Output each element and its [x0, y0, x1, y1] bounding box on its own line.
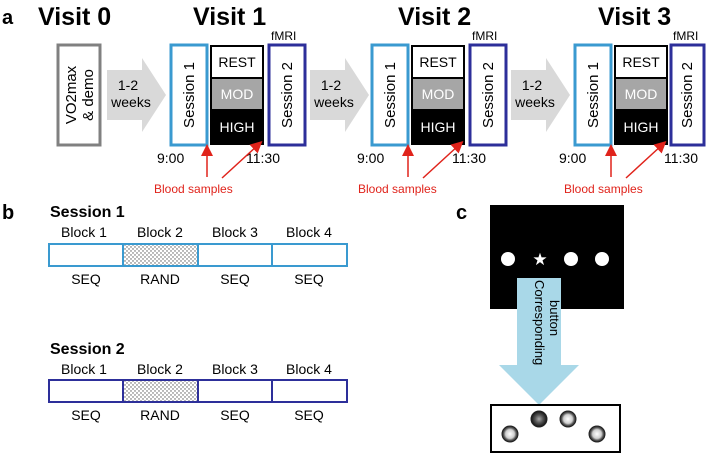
visit-1-session-2-label: Session 2 — [279, 62, 296, 128]
visit-2-group: Session 1 REST MOD HIGH fMRI Session 2 9… — [357, 29, 508, 196]
interval-3-line2: weeks — [514, 94, 555, 110]
visit-1-rest-label: REST — [218, 54, 256, 70]
s2-type-1: SEQ — [71, 407, 101, 423]
visit-3-session-1-label: Session 1 — [585, 62, 602, 128]
s1-type-2: RAND — [140, 271, 180, 287]
s1-block-3-label: Block 3 — [212, 224, 258, 240]
panel-label-c: c — [456, 202, 467, 224]
visit-0-line1: VO2max — [63, 65, 80, 124]
interval-arrow-2: 1-2 weeks — [310, 58, 369, 132]
visit-3-session-1-box — [573, 43, 613, 147]
visit-3-high-label: HIGH — [624, 119, 659, 135]
response-button-4 — [588, 425, 606, 443]
visit-1-mod-label: MOD — [221, 86, 254, 102]
visit-2-blood-label: Blood samples — [358, 182, 437, 196]
visit-2-high-label: HIGH — [421, 119, 456, 135]
visit-2-blood-arrow-right — [422, 140, 464, 179]
response-button-3 — [559, 410, 577, 428]
session-1-blocks: Block 1 Block 2 Block 3 Block 4 SEQ RAND… — [48, 224, 348, 287]
response-button-1 — [501, 425, 519, 443]
visit-1-blood-arrow-right — [221, 140, 263, 179]
visit-1-high-label: HIGH — [220, 119, 255, 135]
s2-type-3: SEQ — [220, 407, 250, 423]
visit-1-group: Session 1 REST MOD HIGH fMRI Session 2 9… — [154, 29, 307, 196]
response-button-2-pressed — [530, 410, 548, 428]
panel-b-session-2-title: Session 2 — [50, 341, 125, 358]
visit-1-time-end: 11:30 — [246, 150, 280, 166]
s2-type-2: RAND — [140, 407, 180, 423]
session-2-blocks: Block 1 Block 2 Block 3 Block 4 SEQ RAND… — [48, 361, 348, 423]
visit-2-session-1-label: Session 1 — [382, 62, 399, 128]
stimulus-circle-4 — [595, 252, 609, 266]
s2-block-2-label: Block 2 — [137, 361, 183, 377]
visit-2-session-2-box — [468, 43, 508, 147]
visit-2-fmri-label: fMRI — [472, 29, 497, 43]
visit-3-rest-label: REST — [622, 54, 660, 70]
visit-2-session-1-box — [370, 43, 410, 147]
interval-3-line1: 1-2 — [522, 77, 542, 93]
interval-2-line1: 1-2 — [321, 77, 341, 93]
panel-label-b: b — [2, 202, 14, 224]
visit-2-session-2-label: Session 2 — [480, 62, 497, 128]
interval-arrow-1: 1-2 weeks — [107, 58, 166, 132]
visit-3-mod-label: MOD — [625, 86, 658, 102]
s1-block-1-label: Block 1 — [61, 224, 107, 240]
visit-3-mod-cell — [616, 79, 666, 109]
arrow-text-line1: Corresponding — [532, 280, 547, 365]
s1-type-3: SEQ — [220, 271, 250, 287]
visit-2-rest-label: REST — [419, 54, 457, 70]
visit-1-session-1-box — [169, 43, 209, 147]
visit-2-time-start: 9:00 — [357, 150, 384, 166]
visit-1-session-2-box — [267, 43, 307, 147]
visit-3-title: Visit 3 — [598, 3, 671, 31]
visit-1-mod-cell — [212, 79, 262, 109]
interval-1-line2: weeks — [110, 94, 151, 110]
interval-1-line1: 1-2 — [118, 77, 138, 93]
visit-3-fmri-label: fMRI — [673, 29, 698, 43]
s2-block-1-label: Block 1 — [61, 361, 107, 377]
interval-2-line2: weeks — [313, 94, 354, 110]
panel-b-session-1-title: Session 1 — [50, 204, 125, 221]
panel-label-a: a — [2, 7, 14, 29]
visit-1-title: Visit 1 — [193, 3, 266, 31]
visit-0-title: Visit 0 — [38, 3, 111, 31]
visit-2-time-end: 11:30 — [452, 150, 486, 166]
stimulus-circle-1 — [501, 252, 515, 266]
s2-type-4: SEQ — [294, 407, 324, 423]
corresponding-button-arrow: Corresponding button — [499, 278, 579, 405]
s2-block-3-label: Block 3 — [212, 361, 258, 377]
visit-3-time-start: 9:00 — [559, 150, 586, 166]
visit-2-mod-cell — [413, 79, 463, 109]
s1-block-4-label: Block 4 — [286, 224, 332, 240]
visit-1-rest-cell — [212, 47, 262, 77]
visit-2-title: Visit 2 — [398, 3, 471, 31]
s2-block-2-rand-fill — [123, 381, 198, 401]
s2-block-4-label: Block 4 — [286, 361, 332, 377]
visit-3-session-2-label: Session 2 — [679, 62, 696, 128]
visit-2-rest-cell — [413, 47, 463, 77]
visit-3-blood-label: Blood samples — [564, 182, 643, 196]
s1-block-2-label: Block 2 — [137, 224, 183, 240]
stimulus-circle-3 — [564, 252, 578, 266]
arrow-text-line2: button — [547, 300, 562, 336]
visit-3-group: Session 1 REST MOD HIGH fMRI Session 2 9… — [559, 29, 706, 196]
s1-type-1: SEQ — [71, 271, 101, 287]
visit-3-rest-cell — [616, 47, 666, 77]
visit-2-mod-label: MOD — [422, 86, 455, 102]
visit-3-blood-arrow-right — [625, 140, 667, 179]
visit-3-time-end: 11:30 — [664, 150, 698, 166]
s1-type-4: SEQ — [294, 271, 324, 287]
interval-arrow-3: 1-2 weeks — [511, 58, 570, 132]
visit-1-session-1-label: Session 1 — [181, 62, 198, 128]
visit-0-line2: & demo — [80, 69, 97, 121]
stimulus-star-icon: ★ — [532, 250, 547, 270]
s1-block-2-rand-fill — [123, 245, 198, 265]
visit-0-box — [56, 43, 102, 147]
visit-3-session-2-box — [669, 43, 706, 147]
visit-1-blood-label: Blood samples — [154, 182, 233, 196]
visit-1-time-start: 9:00 — [157, 150, 184, 166]
visit-1-fmri-label: fMRI — [271, 29, 296, 43]
